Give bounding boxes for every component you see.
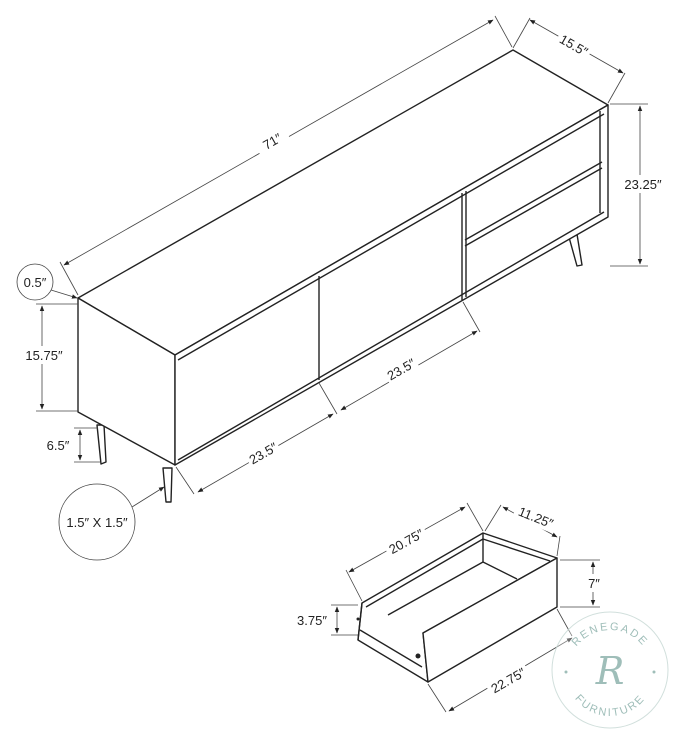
leg-front-left: [162, 467, 173, 503]
leg-size-label: 1.5″ X 1.5″: [66, 515, 128, 530]
leg-back-left: [96, 424, 107, 465]
leg-height-label: 6.5″: [47, 438, 70, 453]
renegade-furniture-watermark: RENEGADE FURNITURE R: [551, 611, 669, 729]
top-thickness-label: 0.5″: [24, 275, 47, 290]
drawer-length-label: 20.75″: [386, 526, 426, 557]
height-label: 23.25″: [624, 177, 662, 192]
tv-stand: [77, 49, 609, 503]
watermark-logo: R: [595, 649, 625, 693]
drawer-front-width-label: 22.75″: [488, 664, 528, 696]
drawer-dimensions: 20.75″ 11.25″ 7″ 3.75″ 22.75″: [297, 500, 605, 713]
drawer: [356, 532, 558, 683]
cabinet-height-label: 15.75″: [25, 348, 63, 363]
drawer-side-height-label: 3.75″: [297, 613, 327, 628]
drawer-front-height-label: 7″: [588, 576, 600, 591]
stand-dimensions: 71″ 15.5″ 23.25″ 0.5″ 15.75″ 6.5″ 23.5″: [16, 15, 668, 561]
